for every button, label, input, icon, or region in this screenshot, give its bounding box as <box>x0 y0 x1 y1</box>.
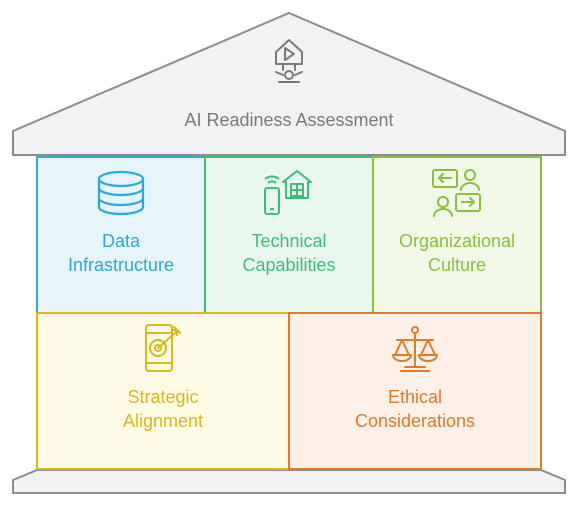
pillar-label-line1: Organizational <box>398 231 516 251</box>
diagram-title: AI Readiness Assessment <box>184 110 394 130</box>
smart-home-icon <box>275 39 303 83</box>
phone-target-icon <box>145 324 181 372</box>
pillar-label-data-infrastructure: Data Infrastructure <box>37 229 205 277</box>
pillar-label-line2: Considerations <box>354 411 476 431</box>
pillar-label-technical-capabilities: Technical Capabilities <box>205 229 373 277</box>
pillar-label-line1: Technical <box>251 231 327 251</box>
cell-data-infrastructure <box>36 156 206 314</box>
base <box>12 469 566 494</box>
pillar-label-line2: Capabilities <box>242 255 336 275</box>
pillar-label-line1: Strategic <box>127 387 199 407</box>
pillar-label-line2: Alignment <box>122 411 204 431</box>
cell-technical-capabilities <box>204 156 374 314</box>
database-icon <box>97 170 145 216</box>
people-exchange-icon <box>432 169 481 217</box>
devices-icon <box>264 170 312 215</box>
pillar-label-line1: Data <box>101 231 141 251</box>
roof <box>12 11 566 156</box>
pillar-label-line2: Culture <box>427 255 487 275</box>
pillar-label-line1: Ethical <box>387 387 443 407</box>
cell-strategic-alignment <box>36 312 290 470</box>
pillar-label-ethical-considerations: Ethical Considerations <box>289 385 541 433</box>
pillar-label-organizational-culture: Organizational Culture <box>373 229 541 277</box>
scales-icon <box>392 326 438 372</box>
pillar-label-strategic-alignment: Strategic Alignment <box>37 385 289 433</box>
pillar-label-line2: Infrastructure <box>67 255 175 275</box>
